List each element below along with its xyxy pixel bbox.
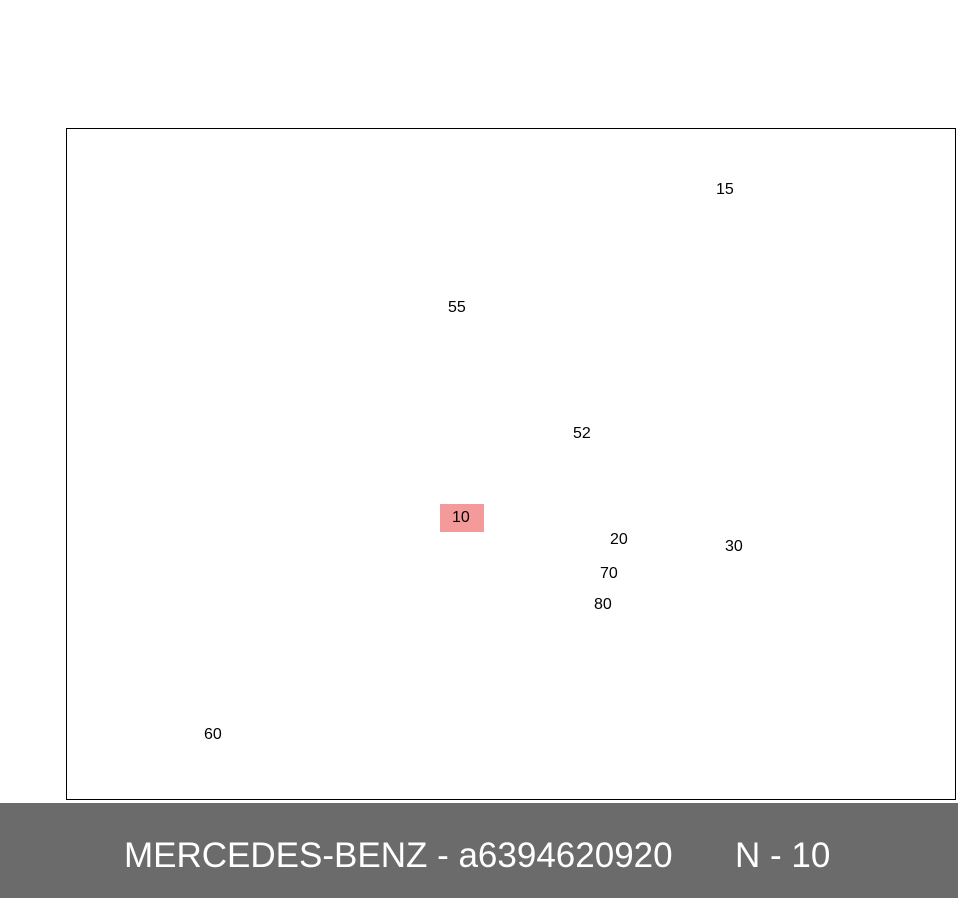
footer-bar: MERCEDES-BENZ - a6394620920 N - 10 bbox=[0, 803, 958, 898]
diagram-frame bbox=[66, 128, 956, 800]
callout-10-highlighted[interactable]: 10 bbox=[440, 504, 484, 532]
callout-30[interactable]: 30 bbox=[725, 538, 743, 555]
callout-55[interactable]: 55 bbox=[448, 299, 466, 316]
callout-52[interactable]: 52 bbox=[573, 425, 591, 442]
callout-20[interactable]: 20 bbox=[610, 531, 628, 548]
position-reference: N - 10 bbox=[735, 836, 831, 875]
callout-80[interactable]: 80 bbox=[594, 596, 612, 613]
callout-70[interactable]: 70 bbox=[600, 565, 618, 582]
part-number-caption: MERCEDES-BENZ - a6394620920 bbox=[124, 836, 673, 875]
callout-60[interactable]: 60 bbox=[204, 726, 222, 743]
callout-15[interactable]: 15 bbox=[716, 181, 734, 198]
